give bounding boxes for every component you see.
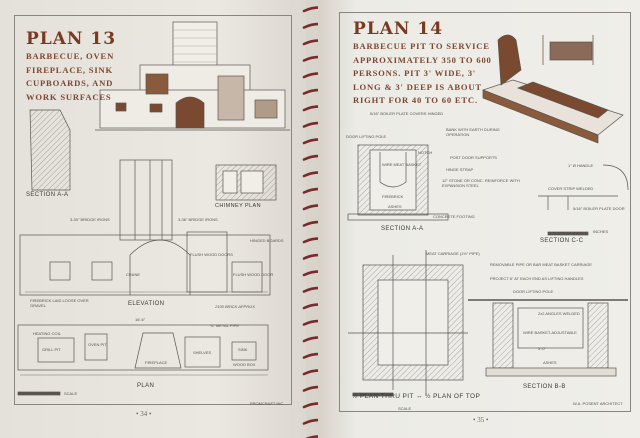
plan-13-subtitle: BARBECUE, OVEN FIREPLACE, SINK CUPBOARDS… [26,51,115,102]
crane-label: CRANE [126,272,141,277]
wire-meat-basket-label: WIRE MEAT BASKET [382,162,422,167]
notch-label: NOTCH [418,150,433,155]
credit-label: PROMCRAFT INC [250,401,284,406]
section-aa-label-right: SECTION A-A [381,226,424,232]
removable-pipe-label: REMOVABLE PIPE OR BAR MEAT BASKET CARRIA… [490,262,592,267]
chimney-plan-label: CHIMNEY PLAN [215,203,261,209]
page-number-34: • 34 • [136,410,152,418]
inches-label: INCHES [593,229,609,234]
metal-pipe-label: ¾" METAL PIPE [210,323,239,328]
half-plan-label: ½ PLAN THRU PIT ↔ ½ PLAN OF TOP [352,393,481,400]
oven-pit-label: OVEN PIT [88,342,107,347]
door-lifting-pole-label-2: DOOR LIFTING POLE [513,289,554,294]
concrete-footing-label: CONCRETE FOOTING [433,214,475,219]
cover-strip-label: COVER STRIP WELDED [548,186,594,191]
plan-13-title: PLAN 13 [26,29,117,49]
brick-label: 2100 BRICK APPROX [215,304,255,309]
section-aa-label: SECTION A-A [26,192,69,198]
wood-box-label: WOOD BOX [233,362,256,367]
ashes-label-2: ASHES [543,360,557,365]
scale-label: SCALE [64,391,78,396]
flush-door-label: FLUSH WOOD DOOR [233,272,274,277]
hinged-boards-label: HINGED BOARDS [250,238,284,243]
wire-basket-label: WIRE BASKET-ADJUSTABLE [523,330,577,335]
left-page: PLAN 13 BARBECUE, OVEN FIREPLACE, SINK C… [0,0,306,438]
shelves-label: SHELVES [193,350,212,355]
firebrick-label-right: FIREBRICK [382,194,404,199]
plan-14-title: PLAN 14 [353,19,444,39]
right-page-frame [339,12,631,412]
elevation-label: ELEVATION [128,301,165,307]
meat-carriage-label: MEAT CARRIAGE (1½" PIPE) [426,251,480,256]
flush-doors-label: FLUSH WOOD DOORS [190,252,233,257]
plan-13-drawings [17,21,290,396]
plan-14-subtitle: BARBECUE PIT TO SERVICE APPROXIMATELY 35… [353,41,492,105]
stone-conc-label: 12" STONE OR CONC. REINFORCE WITH EXPANS… [442,178,520,188]
door-lifting-pole-label: DOOR LIFTING POLE [346,134,387,139]
section-cc-label: SECTION C-C [540,238,584,244]
hinge-strap-label: HINGE STRAP [446,167,474,172]
heating-coil-label: HEATING COIL [33,331,61,336]
angles-welded-label: 2x2 ANGLES WELDED [538,311,580,316]
handle-label: 1" Ø HANDLE [568,163,594,168]
bridge-irons-label: 3-30" BRIDGE IRONS [70,217,110,222]
boiler-plate-door-label: 5/16" BOILER PLATE DOOR [573,206,625,211]
length-label: 16'-6" [135,317,146,322]
plan-14-drawings [347,34,629,397]
firebrick-label: FIREBRICK LAID LOOSE OVER GRAVEL [30,298,89,308]
credit-label-right: W.A. POSENT ARCHITECT [573,401,623,406]
scale-label-right: SCALE [398,406,412,411]
section-bb-label: SECTION B-B [523,384,566,390]
sink-label: SINK [238,347,248,352]
ashes-label: ASHES [388,204,402,209]
fireplace-label: FIREPLACE [145,360,168,365]
bridge-irons-label-2: 3-36" BRIDGE IRONS [178,217,218,222]
boiler-plate-label: 5/16" BOILER PLATE COVERS HINGED [370,111,444,116]
project-label: PROJECT 6" AT EACH END AS LIFTING HANDLE… [490,276,584,281]
width-label: 5'-0" [538,346,546,351]
right-page: PLAN 14 BARBECUE PIT TO SERVICE APPROXIM… [318,0,640,438]
plan-label: PLAN [137,383,155,389]
bank-earth-label: BANK WITH EARTH DURING OPERATION [446,127,500,137]
left-page-frame [14,15,292,405]
post-door-supports-label: POST DOOR SUPPORTS [450,155,497,160]
page-number-35: • 35 • [473,416,489,424]
grill-pit-label: GRILL PIT [42,347,61,352]
